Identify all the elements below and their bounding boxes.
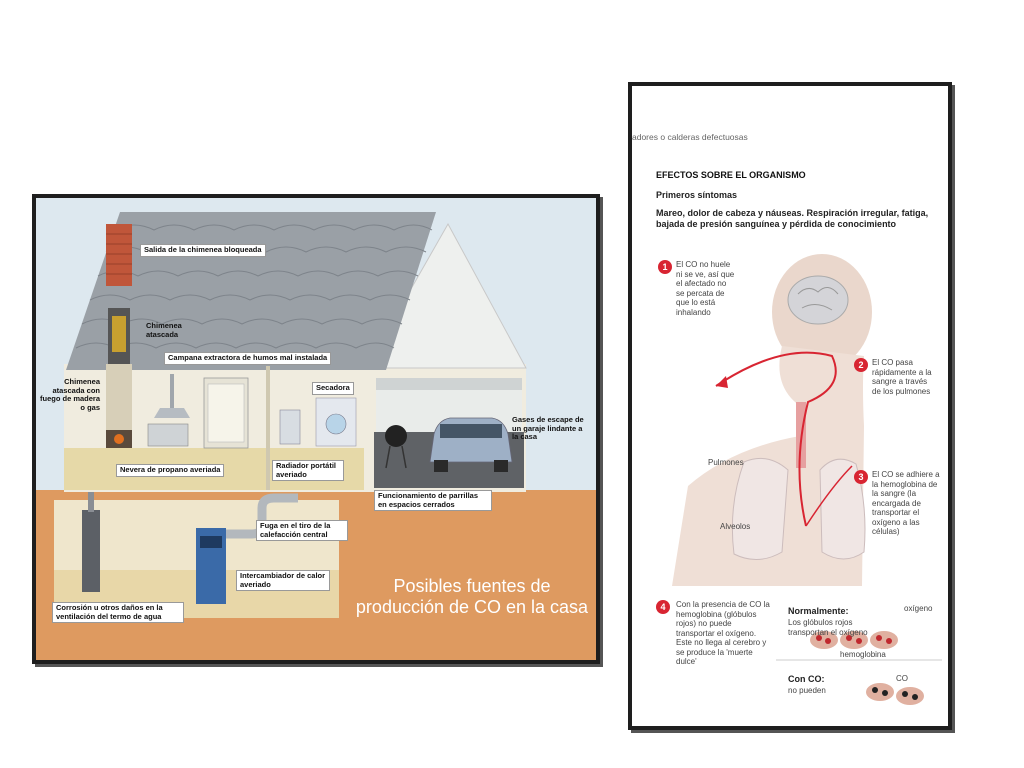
co-label: CO	[896, 674, 908, 683]
step-3-text: El CO se adhiere a la hemoglobina de la …	[872, 470, 940, 536]
label-flue-leak: Fuga en el tiro de la calefacción centra…	[256, 520, 348, 541]
step-4-text: Con la presencia de CO la hemoglobina (g…	[676, 600, 770, 666]
label-exchanger: Intercambiador de calor averiado	[236, 570, 330, 591]
label-water-heater: Corrosión u otros daños en la ventilació…	[52, 602, 184, 623]
label-heater: Radiador portátil averiado	[272, 460, 344, 481]
first-symptoms-heading: Primeros síntomas	[656, 190, 738, 200]
brain	[787, 275, 849, 325]
alveoli-label: Alveolos	[720, 522, 751, 531]
label-chimney-clogged: Chimenea atascada	[146, 321, 182, 339]
label-fireplace: Chimenea atascada con fuego de madera o …	[40, 377, 101, 412]
step-4-badge: 4	[656, 600, 670, 614]
label-dryer: Secadora	[312, 382, 354, 395]
house-title: Posibles fuentes de producción de CO en …	[342, 576, 596, 618]
label-fridge: Nevera de propano averiada	[116, 464, 225, 477]
airflow-arrow	[715, 351, 837, 527]
hemoglobin-label: hemoglobina	[840, 650, 886, 659]
symptoms-text: Mareo, dolor de cabeza y náuseas. Respir…	[656, 208, 929, 229]
chimney-top	[106, 224, 132, 286]
step-2-text: El CO pasa rápidamente a la sangre a tra…	[872, 358, 932, 396]
normal-title: Normalmente:	[788, 606, 849, 616]
house-title-line2: producción de CO en la casa	[355, 597, 589, 617]
top-caption: adores o calderas defectuosas	[632, 132, 748, 142]
effects-heading: EFECTOS SOBRE EL ORGANISMO	[656, 170, 806, 180]
label-hood: Campana extractora de humos mal instalad…	[164, 352, 332, 365]
step-3-badge: 3	[854, 470, 868, 484]
co-text: no pueden	[788, 686, 826, 695]
step-1-badge: 1	[658, 260, 672, 274]
label-chimney-exit: Salida de la chimenea bloqueada	[140, 244, 266, 257]
right-lung	[819, 458, 866, 560]
house-title-line1: Posibles fuentes de	[393, 576, 551, 596]
lungs-label: Pulmones	[708, 458, 744, 467]
label-grill: Funcionamiento de parrillas en espacios …	[374, 490, 492, 511]
oxygen-label: oxígeno	[904, 604, 933, 613]
step-1-text: El CO no huele ni se ve, así que el afec…	[676, 260, 735, 317]
co-title: Con CO:	[788, 674, 825, 684]
house-diagram-panel: Salida de la chimenea bloqueada Chimenea…	[32, 194, 600, 664]
body-effects-panel: adores o calderas defectuosas EFECTOS SO…	[628, 82, 952, 730]
left-lung	[731, 457, 789, 560]
label-exhaust: Gases de escape de un garaje lindante a …	[512, 415, 584, 441]
body-illustration	[672, 254, 942, 705]
normal-text: Los glóbulos rojos transportan el oxígen…	[788, 618, 868, 637]
step-2-badge: 2	[854, 358, 868, 372]
